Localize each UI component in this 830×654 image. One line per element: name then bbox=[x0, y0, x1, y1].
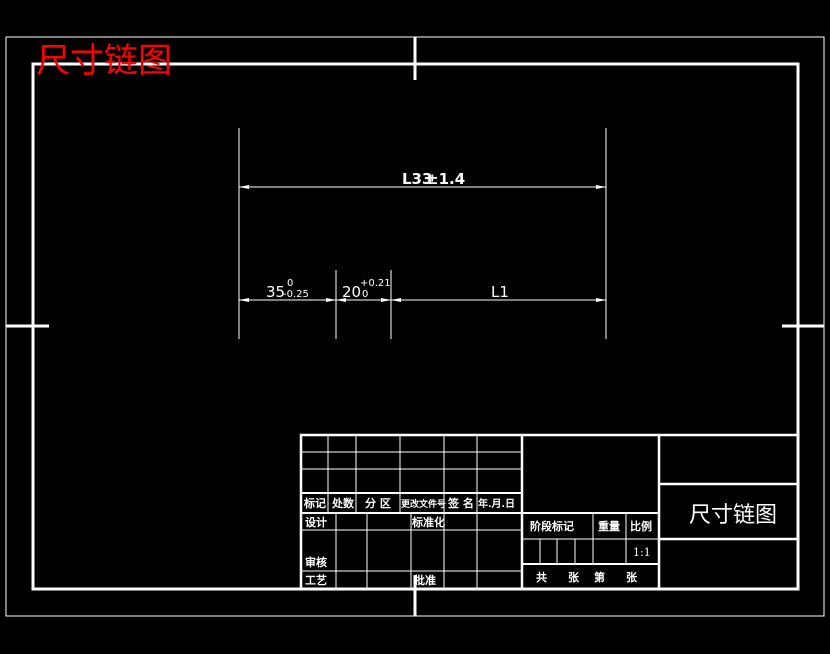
arrowhead bbox=[596, 185, 606, 189]
label-process: 工艺 bbox=[305, 573, 327, 587]
dimension-seg3-base: L1 bbox=[491, 283, 509, 301]
inner-frame bbox=[31, 62, 800, 591]
label-approve: 批准 bbox=[414, 573, 436, 587]
label-design: 设计 bbox=[305, 515, 327, 529]
dimension-total-base: L33 bbox=[402, 170, 432, 188]
col-header-zone: 分 区 bbox=[365, 496, 391, 510]
col-header-mark: 标记 bbox=[303, 496, 326, 510]
arrowhead bbox=[596, 298, 606, 302]
col-header-count: 处数 bbox=[331, 496, 355, 510]
col-header-change-doc: 更改文件号 bbox=[401, 498, 446, 510]
label-standardization: 标准化 bbox=[411, 515, 445, 529]
outer-border bbox=[5, 36, 825, 617]
label-total: 共 bbox=[536, 570, 547, 584]
dimension-seg2-base: 20 bbox=[342, 283, 361, 301]
label-sheet-unit2: 张 bbox=[626, 570, 638, 584]
dimension-seg1-lower: -0.25 bbox=[283, 289, 309, 300]
dimension-seg1-base: 35 bbox=[266, 283, 285, 301]
dimension-chain: L33 ±1.4 35 0 -0.25 20 +0.21 0 L1 bbox=[238, 128, 607, 339]
arrowhead bbox=[326, 298, 336, 302]
arrowhead bbox=[336, 298, 346, 302]
label-sheets-unit: 张 bbox=[568, 570, 580, 584]
label-scale: 比例 bbox=[630, 519, 652, 533]
col-header-signature: 签 名 bbox=[447, 496, 474, 510]
col-header-date: 年.月.日 bbox=[478, 497, 515, 510]
title-block: 标记 处数 分 区 更改文件号 签 名 年.月.日 设计 标准化 审核 工艺 批… bbox=[299, 433, 800, 591]
arrowhead bbox=[391, 298, 401, 302]
arrowhead bbox=[239, 185, 249, 189]
arrowhead bbox=[239, 298, 249, 302]
label-weight: 重量 bbox=[598, 519, 620, 533]
label-stage-mark: 阶段标记 bbox=[530, 519, 574, 533]
dimension-seg1-upper: 0 bbox=[287, 278, 293, 289]
dimension-total-tolerance: ±1.4 bbox=[426, 170, 465, 188]
dimension-seg2-upper: +0.21 bbox=[360, 278, 391, 289]
label-sheet-no: 第 bbox=[594, 570, 605, 584]
drawing-heading: 尺寸链图 bbox=[36, 41, 172, 81]
arrowhead bbox=[381, 298, 391, 302]
label-review: 审核 bbox=[305, 555, 327, 569]
scale-value: 1:1 bbox=[633, 546, 651, 559]
drawing-name: 尺寸链图 bbox=[689, 503, 777, 528]
dimension-seg2-lower: 0 bbox=[362, 289, 368, 300]
